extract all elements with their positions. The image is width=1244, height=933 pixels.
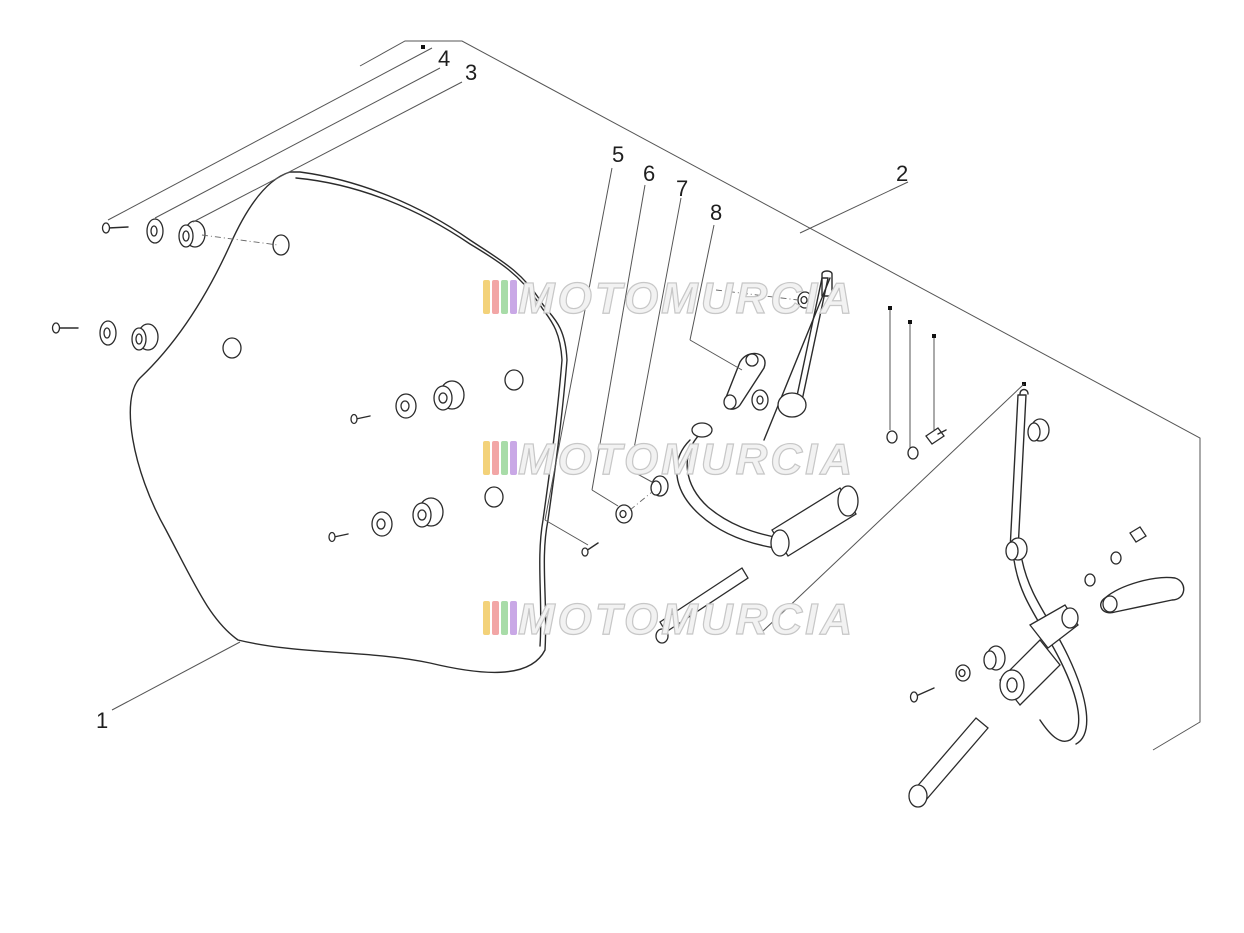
right-mount-bracket [761, 383, 1185, 808]
watermark-stripe [501, 280, 508, 314]
screw-set-left [51, 320, 159, 351]
watermark-stripe [483, 601, 490, 635]
callout-labels: 1 2 3 4 5 6 7 8 [96, 46, 908, 733]
watermark-middle: MOTOMURCIA [483, 434, 855, 485]
watermark-bottom: MOTOMURCIA [483, 594, 855, 645]
watermark-text: MOTOMURCIA [518, 595, 855, 644]
callout-8: 8 [710, 200, 722, 225]
windshield-panel [129, 171, 568, 674]
left-mount-bracket [676, 270, 859, 557]
screw-set-bottom [328, 497, 444, 543]
watermark-stripe [492, 280, 499, 314]
callout-6: 6 [643, 161, 655, 186]
watermark-text: MOTOMURCIA [518, 435, 855, 484]
watermark-stripe [483, 280, 490, 314]
fastener-stack-5-6-7 [581, 475, 669, 557]
watermark-stripe [510, 280, 517, 314]
watermark-stripe [510, 441, 517, 475]
windshield-hole [222, 337, 242, 359]
callout-4: 4 [438, 46, 450, 71]
group-bracket-item-2 [359, 40, 1201, 751]
callout-1: 1 [96, 708, 108, 733]
watermark-stripe [483, 441, 490, 475]
watermark-stripe [501, 601, 508, 635]
callout-leaders [107, 47, 743, 711]
watermark-text: MOTOMURCIA [518, 274, 855, 323]
watermark-top: MOTOMURCIA [483, 273, 855, 324]
watermark-stripe [492, 441, 499, 475]
pin-bolt [655, 567, 749, 644]
screw-set-top [101, 218, 279, 248]
windshield-hole [272, 234, 290, 256]
watermark-stripe [510, 601, 517, 635]
callout-2: 2 [896, 161, 908, 186]
windshield-hole [484, 486, 504, 508]
callout-5: 5 [612, 142, 624, 167]
watermark-stripe [492, 601, 499, 635]
right-small-hardware [421, 45, 1026, 460]
windshield-hole [504, 369, 524, 391]
watermark-stripe [501, 441, 508, 475]
screw-set-middle [350, 380, 465, 425]
callout-7: 7 [676, 176, 688, 201]
callout-3: 3 [465, 60, 477, 85]
